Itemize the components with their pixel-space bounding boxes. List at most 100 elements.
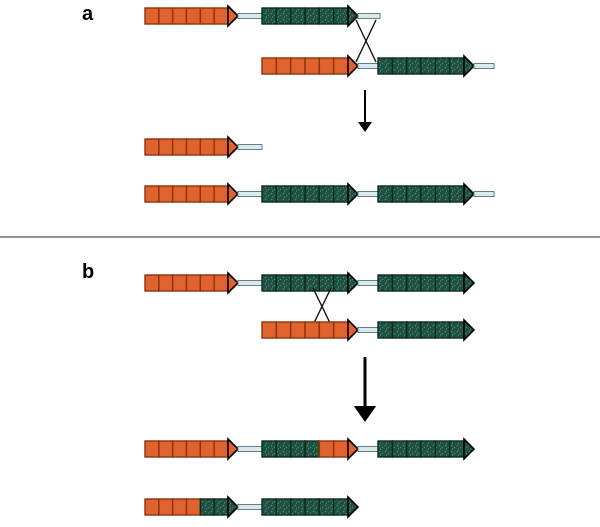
b-row3-hybrid-gene-cell [304, 440, 321, 458]
b-row4-hybrid-gene-cell [158, 498, 174, 516]
b-row3-green-gene-cell [420, 440, 437, 458]
b-row1-green-gene-1-cell [332, 274, 349, 292]
a-row1-orange-gene-cell [144, 7, 160, 25]
a-row1-orange-gene-cell [158, 7, 174, 25]
a-row3-orange-gene-cell [171, 138, 188, 156]
a-result-arrow-head [358, 122, 372, 132]
a-row1-orange-gene-cell [213, 7, 229, 25]
a-row4-connector-2 [357, 191, 379, 197]
a-row4-orange-gene-cell [171, 185, 188, 203]
b-row3-orange-gene-cell [144, 440, 160, 458]
b-row2-green-gene-cell [434, 321, 451, 339]
b-row3-connector-1 [237, 446, 263, 452]
a-row2-orange-gene-arrow-tip [347, 54, 360, 78]
a-row4-orange-gene-cell [144, 185, 160, 203]
b-row1-green-gene-2-cell [420, 274, 437, 292]
a-row4-green-gene-1-cell [304, 185, 321, 203]
b-row2-orange-gene-cell [304, 321, 321, 339]
a-row4-green-gene-1-cell [261, 185, 278, 203]
a-row4-green-gene-2-cell [420, 185, 437, 203]
b-row4-green-gene-arrow-tip [347, 495, 360, 519]
b-row3-orange-gene-cell [185, 440, 202, 458]
b-row1-green-gene-2-cell [448, 274, 465, 292]
b-row2-green-gene-cell [448, 321, 465, 339]
b-crossover-stroke-2 [312, 287, 332, 326]
a-row2-orange-gene-cell [332, 57, 349, 75]
b-row2-orange-gene-cell [318, 321, 335, 339]
a-row1-connector-2 [357, 13, 381, 19]
b-row3-orange-gene-cell [158, 440, 174, 458]
b-row4-green-gene-cell [304, 498, 321, 516]
a-row4-connector-3 [473, 191, 495, 197]
b-row1-green-gene-1-arrow-tip [347, 271, 360, 295]
a-row1-orange-gene-cell [199, 7, 215, 25]
b-row3-hybrid-gene-cell [275, 440, 292, 458]
a-row4-orange-gene-cell [158, 185, 174, 203]
b-row1-orange-gene-arrow-tip [227, 271, 240, 295]
a-row3-connector [237, 144, 263, 150]
b-row1-connector-2 [357, 280, 379, 286]
a-row1-green-gene-cell [304, 7, 321, 25]
a-row4-green-gene-2-cell [391, 185, 408, 203]
b-row4-green-gene-cell [318, 498, 335, 516]
a-row3-orange-gene-cell [144, 138, 160, 156]
b-row3-green-gene-cell [448, 440, 465, 458]
b-row1-orange-gene-cell [144, 274, 160, 292]
a-row1-green-gene-cell [261, 7, 278, 25]
b-row1-green-gene-1-cell [318, 274, 335, 292]
b-row1-connector-1 [237, 280, 263, 286]
a-row3-orange-gene-arrow-tip [227, 135, 240, 159]
a-row4-green-gene-1-cell [275, 185, 292, 203]
a-row1-connector-1 [237, 13, 263, 19]
b-row1-green-gene-1-cell [304, 274, 321, 292]
b-row3-green-gene-cell [377, 440, 394, 458]
b-row2-green-gene-arrow-tip [463, 318, 476, 342]
b-row2-green-gene-cell [377, 321, 394, 339]
a-row1-green-gene-cell [318, 7, 335, 25]
b-row3-green-gene-cell [391, 440, 408, 458]
panel-a-label: a [82, 3, 94, 25]
a-row2-green-gene-cell [448, 57, 465, 75]
b-row2-orange-gene-cell [275, 321, 292, 339]
b-row1-green-gene-1-cell [275, 274, 292, 292]
b-row1-orange-gene-cell [158, 274, 174, 292]
b-row3-green-gene-cell [405, 440, 422, 458]
a-row1-orange-gene-cell [185, 7, 202, 25]
a-row4-green-gene-2-cell [434, 185, 451, 203]
b-row1-green-gene-1-cell [289, 274, 306, 292]
a-row2-green-gene-cell [391, 57, 408, 75]
a-row1-orange-gene-arrow-tip [227, 4, 240, 28]
a-row2-orange-gene-cell [318, 57, 335, 75]
b-row2-orange-gene-cell [289, 321, 306, 339]
a-row4-green-gene-1-cell [318, 185, 335, 203]
b-row4-green-gene-cell [275, 498, 292, 516]
a-row4-green-gene-1-cell [289, 185, 306, 203]
a-row4-green-gene-1-cell [332, 185, 349, 203]
a-row2-orange-gene-cell [289, 57, 306, 75]
b-result-arrow-head [353, 406, 377, 422]
b-row3-green-gene-arrow-tip [463, 437, 476, 461]
b-row2-orange-gene-arrow-tip [347, 318, 360, 342]
a-row2-green-gene-arrow-tip [463, 54, 476, 78]
a-row2-green-gene-cell [405, 57, 422, 75]
a-row3-orange-gene-cell [199, 138, 215, 156]
b-row1-green-gene-1-cell [261, 274, 278, 292]
a-row2-orange-gene-cell [275, 57, 292, 75]
b-row1-green-gene-2-cell [377, 274, 394, 292]
b-row3-orange-gene-cell [199, 440, 215, 458]
a-row3-orange-gene-cell [158, 138, 174, 156]
a-row3-orange-gene-cell [213, 138, 229, 156]
a-row4-orange-gene-arrow-tip [227, 182, 240, 206]
a-row2-green-gene-cell [377, 57, 394, 75]
b-row4-hybrid-gene-arrow-tip [227, 495, 240, 519]
a-row4-green-gene-2-cell [377, 185, 394, 203]
b-row3-hybrid-gene-arrow-tip [347, 437, 360, 461]
a-crossover-stroke-2 [355, 19, 377, 63]
a-row1-green-gene-cell [289, 7, 306, 25]
b-row3-hybrid-gene-cell [332, 440, 349, 458]
b-row4-green-gene-cell [289, 498, 306, 516]
b-row1-green-gene-2-cell [434, 274, 451, 292]
b-row4-green-gene-cell [332, 498, 349, 516]
b-row1-green-gene-2-cell [391, 274, 408, 292]
